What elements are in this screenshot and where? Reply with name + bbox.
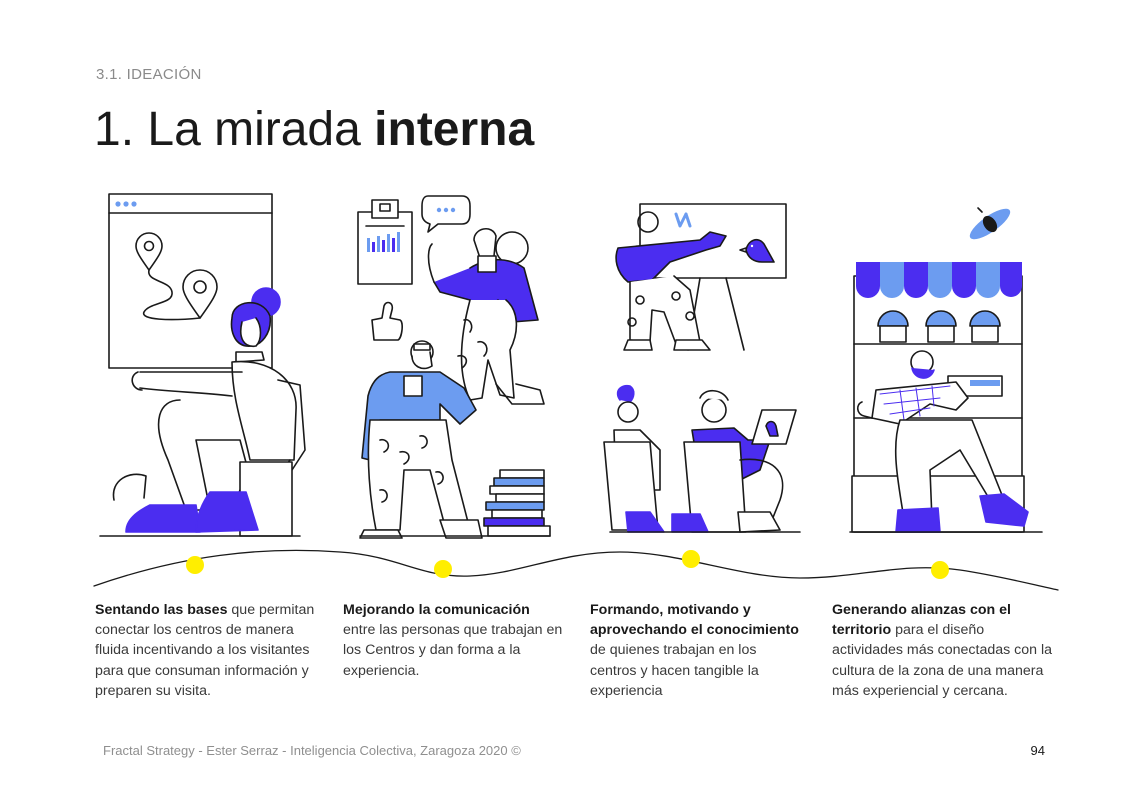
column-2-text: Mejorando la comunicación entre las pers… <box>343 600 565 681</box>
illustration-communication <box>357 195 551 539</box>
awning-icon <box>856 262 1022 298</box>
page-number: 94 <box>1030 743 1045 758</box>
section-label: 3.1. IDEACIÓN <box>96 66 202 83</box>
column-4-text: Generando alianzas con el territorio par… <box>832 600 1054 701</box>
bee-icon <box>969 207 1011 240</box>
page-title: 1. La mirada interna <box>94 98 534 162</box>
clipboard-chart-icon <box>357 199 413 285</box>
timeline-dot-3 <box>682 550 700 568</box>
thumbs-up-icon <box>371 301 403 341</box>
books-stack <box>483 469 551 537</box>
illustration-training <box>603 203 797 533</box>
column-1-bold: Sentando las bases <box>95 602 228 618</box>
timeline-curve <box>93 549 1059 591</box>
column-1-rest: que permitan conectar los centros de man… <box>95 602 315 699</box>
illustration-planning <box>108 193 306 537</box>
column-3-rest: de quienes trabajan en los centros y hac… <box>590 642 759 699</box>
column-3-bold: Formando, motivando y aprovechando el co… <box>590 602 799 639</box>
column-1-text: Sentando las bases que permitan conectar… <box>95 600 317 701</box>
column-4-rest: para el diseño actividades más conectada… <box>832 622 1053 699</box>
column-2-rest: entre las personas que trabajan en los C… <box>343 622 563 679</box>
illustration-territory <box>851 207 1029 533</box>
column-2-bold: Mejorando la comunicación <box>343 602 530 618</box>
map-pin-icon <box>135 232 218 321</box>
speech-bubble-icon <box>421 195 471 233</box>
footer-credit: Fractal Strategy - Ester Serraz - Inteli… <box>103 743 521 758</box>
easel-icon <box>639 203 787 351</box>
column-4-bold: Generando alianzas con el territorio <box>832 602 1011 639</box>
timeline-dot-1 <box>186 556 204 574</box>
title-bold: interna <box>374 103 535 156</box>
timeline-dot-4 <box>931 561 949 579</box>
laptop-icon <box>751 409 797 445</box>
bird-icon <box>739 238 775 263</box>
column-3-text: Formando, motivando y aprovechando el co… <box>590 600 802 701</box>
title-light: 1. La mirada <box>94 103 375 156</box>
timeline-dot-2 <box>434 560 452 578</box>
